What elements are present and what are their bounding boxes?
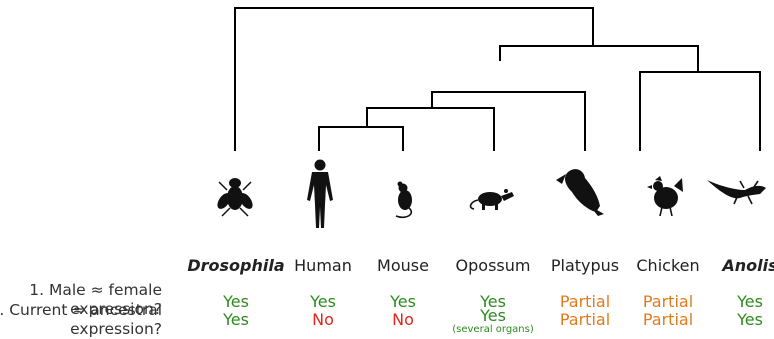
opossum-silhouette-icon bbox=[471, 189, 514, 210]
question-2-line1: 2. Current ≈ ancestral bbox=[0, 301, 162, 320]
species-label-opossum: Opossum bbox=[456, 256, 531, 275]
answer-note: (several organs) bbox=[452, 324, 534, 335]
branch-amniote bbox=[500, 46, 698, 72]
answer-cell: Yes bbox=[737, 310, 763, 329]
species-label-drosophila: Drosophila bbox=[187, 256, 284, 275]
answer-cell: Yes bbox=[223, 292, 249, 311]
mouse-silhouette-icon bbox=[396, 182, 412, 218]
branch-sauropsid bbox=[640, 72, 760, 150]
answer-cell: Partial bbox=[560, 310, 610, 329]
answer-cell: Yes bbox=[480, 306, 506, 325]
lizard-silhouette-icon bbox=[707, 180, 766, 204]
species-label-anolis: Anolis bbox=[722, 256, 774, 275]
species-label-chicken: Chicken bbox=[636, 256, 699, 275]
answer-cell: Yes bbox=[737, 292, 763, 311]
question-2-label: 2. Current ≈ ancestral expression? bbox=[0, 301, 162, 339]
answer-cell: Partial bbox=[643, 310, 693, 329]
species-label-mouse: Mouse bbox=[377, 256, 429, 275]
question-2-line2: expression? bbox=[0, 320, 162, 339]
branch-mammal bbox=[432, 46, 585, 150]
answer-cell: Yes bbox=[310, 292, 336, 311]
platypus-silhouette-icon bbox=[556, 169, 604, 216]
answer-cell: No bbox=[312, 310, 334, 329]
species-label-human: Human bbox=[294, 256, 352, 275]
branch-eutherian bbox=[319, 127, 403, 150]
branch-therian bbox=[367, 108, 494, 150]
human-silhouette-icon bbox=[307, 160, 333, 229]
question-1-line1: 1. Male ≈ female bbox=[29, 281, 162, 300]
answer-cell: Partial bbox=[560, 292, 610, 311]
answer-cell: No bbox=[392, 310, 414, 329]
tree-branches bbox=[235, 8, 760, 150]
species-label-platypus: Platypus bbox=[551, 256, 619, 275]
answer-cell: Yes bbox=[223, 310, 249, 329]
fly-silhouette-icon bbox=[215, 178, 256, 216]
answer-cell: Partial bbox=[643, 292, 693, 311]
chicken-silhouette-icon bbox=[647, 176, 683, 216]
answer-cell: Yes bbox=[390, 292, 416, 311]
branch-root bbox=[235, 8, 593, 150]
